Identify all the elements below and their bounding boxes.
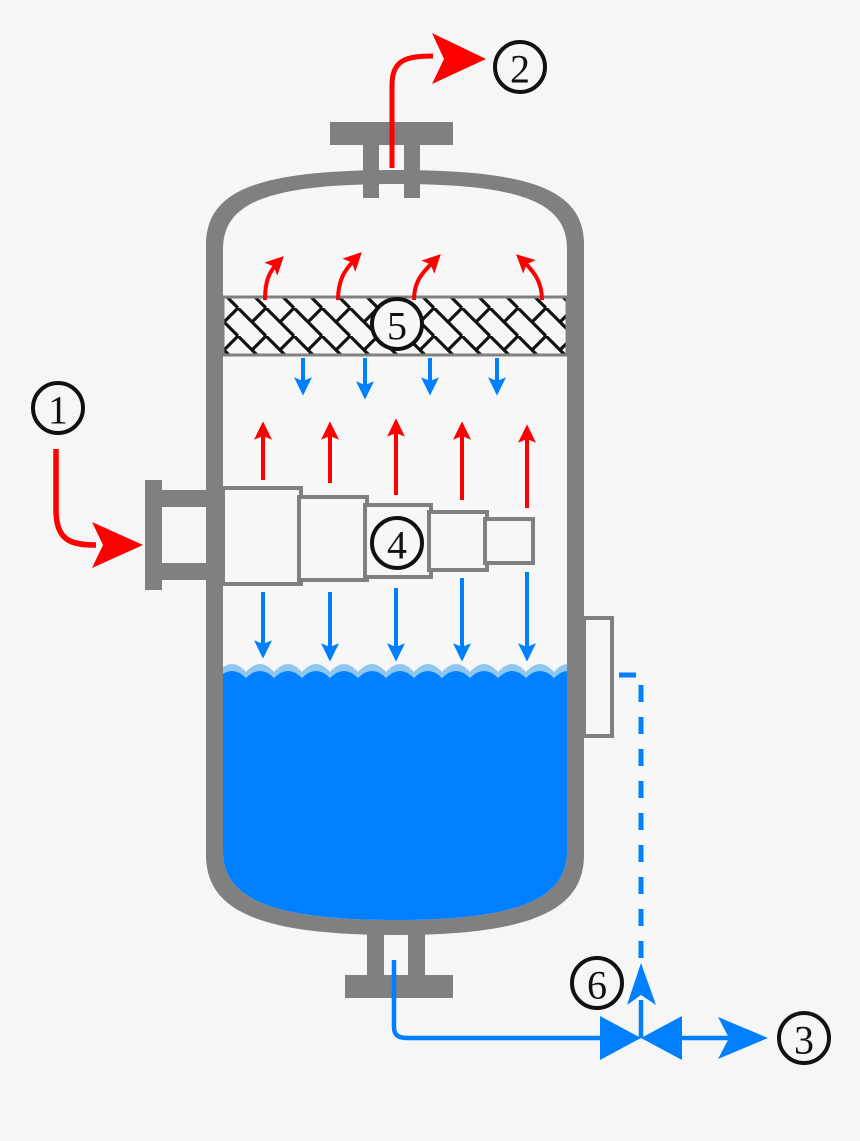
callout-6: 6	[570, 956, 624, 1010]
feed-inlet-arrow	[53, 449, 143, 568]
callout-3-label: 3	[794, 1018, 814, 1063]
valve-stem-arrow-head	[627, 963, 656, 1005]
liquid-falling-arrows	[253, 572, 536, 662]
droplet-falling-arrows-demister	[293, 358, 506, 400]
diffuser-segment-5	[483, 517, 535, 565]
bottom-nozzle-left-wall	[367, 928, 384, 980]
control-valve-right-triangle	[641, 1016, 682, 1060]
callout-2-circle	[493, 40, 547, 94]
callout-1-label: 1	[48, 388, 68, 433]
side-nozzle-flange	[145, 480, 162, 590]
callout-4-label: 4	[387, 523, 407, 568]
callout-1: 1	[31, 381, 85, 435]
feed-arrow-head	[92, 522, 143, 568]
top-nozzle-left-wall	[363, 140, 379, 198]
callout-2-label: 2	[510, 47, 530, 92]
side-nozzle-bottom-wall	[162, 563, 224, 580]
diffuser-segment-1	[221, 486, 303, 586]
callout-3-circle	[777, 1011, 831, 1065]
gas-outlet-arrow-path	[389, 53, 434, 168]
gas-rising-arrows-dome	[263, 252, 544, 301]
gas-outlet-arrow	[389, 33, 486, 168]
callout-6-label: 6	[587, 963, 607, 1008]
callout-4: 4	[370, 516, 424, 570]
callout-6-circle	[570, 956, 624, 1010]
callout-markers: 1 2 3 4 5 6	[31, 40, 831, 1065]
callout-4-circle	[370, 516, 424, 570]
callout-5-circle	[370, 297, 424, 351]
callout-3: 3	[777, 1011, 831, 1065]
bottom-nozzle-right-wall	[408, 928, 425, 980]
level-gauge-bridle	[582, 616, 614, 738]
gas-arrow-dome-2	[336, 252, 362, 301]
side-inlet-nozzle	[145, 480, 224, 590]
gas-arrow-dome-1	[263, 256, 284, 301]
side-nozzle-top-wall	[162, 490, 224, 507]
liquid-outlet-piping	[391, 960, 768, 1060]
diffuser-segment-4	[427, 510, 489, 572]
gas-arrow-dome-4	[516, 254, 544, 301]
callout-5: 5	[370, 297, 424, 351]
liquid-body	[223, 671, 567, 920]
callout-5-label: 5	[387, 304, 407, 349]
callout-1-circle	[31, 381, 85, 435]
top-nozzle-right-wall	[404, 140, 420, 198]
control-valve-left-triangle	[600, 1016, 641, 1060]
feed-arrow-path	[53, 449, 97, 548]
liquid-pool	[223, 664, 567, 920]
level-control-signal-line	[619, 672, 644, 958]
outlet-arrow-head	[718, 1017, 768, 1059]
gas-outlet-arrow-head	[432, 33, 486, 84]
gas-arrow-dome-3	[412, 254, 441, 301]
signal-dashed-path	[619, 672, 644, 958]
bottom-outlet-nozzle	[345, 928, 453, 998]
demister-outline	[221, 295, 569, 357]
diffuser-segment-2	[297, 495, 369, 582]
outlet-pipe-run	[391, 960, 620, 1041]
level-gauge-body	[582, 616, 614, 738]
vapour-rising-arrows	[254, 418, 537, 508]
bottom-nozzle-flange	[345, 975, 453, 998]
callout-2: 2	[493, 40, 547, 94]
